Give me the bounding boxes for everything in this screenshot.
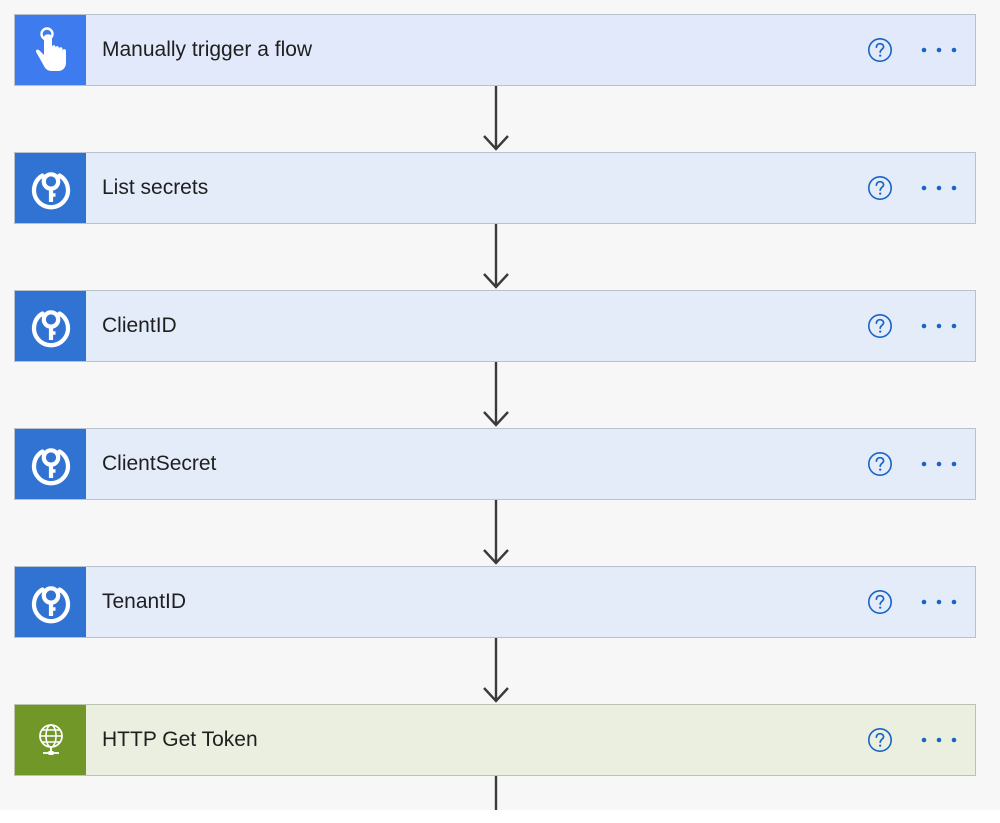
step-clientsecret-card[interactable]: ClientSecret	[14, 428, 976, 500]
question-circle-icon	[868, 452, 892, 476]
question-circle-icon	[868, 728, 892, 752]
step-title: ClientSecret	[102, 452, 217, 475]
step-title: HTTP Get Token	[102, 728, 258, 751]
question-circle-icon	[868, 314, 892, 338]
more-options-button[interactable]	[921, 589, 957, 615]
help-button[interactable]	[867, 175, 893, 201]
connector-line	[494, 776, 498, 810]
trigger-icon-box	[15, 15, 86, 85]
ellipsis-icon	[921, 461, 957, 467]
more-options-button[interactable]	[921, 451, 957, 477]
connector-arrow	[483, 638, 509, 703]
help-button[interactable]	[867, 37, 893, 63]
vault-icon-box	[15, 567, 86, 637]
vault-icon-box	[15, 153, 86, 223]
help-button[interactable]	[867, 451, 893, 477]
more-options-button[interactable]	[921, 727, 957, 753]
step-clientid-card[interactable]: ClientID	[14, 290, 976, 362]
connector-arrow	[483, 224, 509, 289]
key-vault-icon	[31, 586, 70, 624]
question-circle-icon	[868, 176, 892, 200]
step-title: TenantID	[102, 590, 187, 613]
key-vault-icon	[31, 448, 70, 486]
ellipsis-icon	[921, 185, 957, 191]
ellipsis-icon	[921, 599, 957, 605]
step-list-secrets-card[interactable]: List secrets	[14, 152, 976, 224]
vault-icon-box	[15, 429, 86, 499]
question-circle-icon	[868, 38, 892, 62]
connector-arrow	[483, 362, 509, 427]
key-vault-icon	[31, 310, 70, 348]
key-vault-icon	[31, 172, 70, 210]
http-icon-box	[15, 705, 86, 775]
connector-arrow	[483, 500, 509, 565]
question-circle-icon	[868, 590, 892, 614]
step-title: List secrets	[102, 176, 209, 199]
help-button[interactable]	[867, 313, 893, 339]
more-options-button[interactable]	[921, 175, 957, 201]
ellipsis-icon	[921, 47, 957, 53]
connector-arrow	[483, 86, 509, 151]
hand-pointer-icon	[35, 27, 66, 71]
step-manual-trigger-card[interactable]: Manually trigger a flow	[14, 14, 976, 86]
step-http-get-token-card[interactable]: HTTP Get Token	[14, 704, 976, 776]
canvas-bottom-edge	[0, 810, 1000, 823]
ellipsis-icon	[921, 737, 957, 743]
step-title: Manually trigger a flow	[102, 38, 313, 61]
step-tenantid-card[interactable]: TenantID	[14, 566, 976, 638]
step-title: ClientID	[102, 314, 177, 337]
help-button[interactable]	[867, 727, 893, 753]
vault-icon-box	[15, 291, 86, 361]
globe-icon	[38, 724, 63, 755]
more-options-button[interactable]	[921, 313, 957, 339]
ellipsis-icon	[921, 323, 957, 329]
help-button[interactable]	[867, 589, 893, 615]
more-options-button[interactable]	[921, 37, 957, 63]
